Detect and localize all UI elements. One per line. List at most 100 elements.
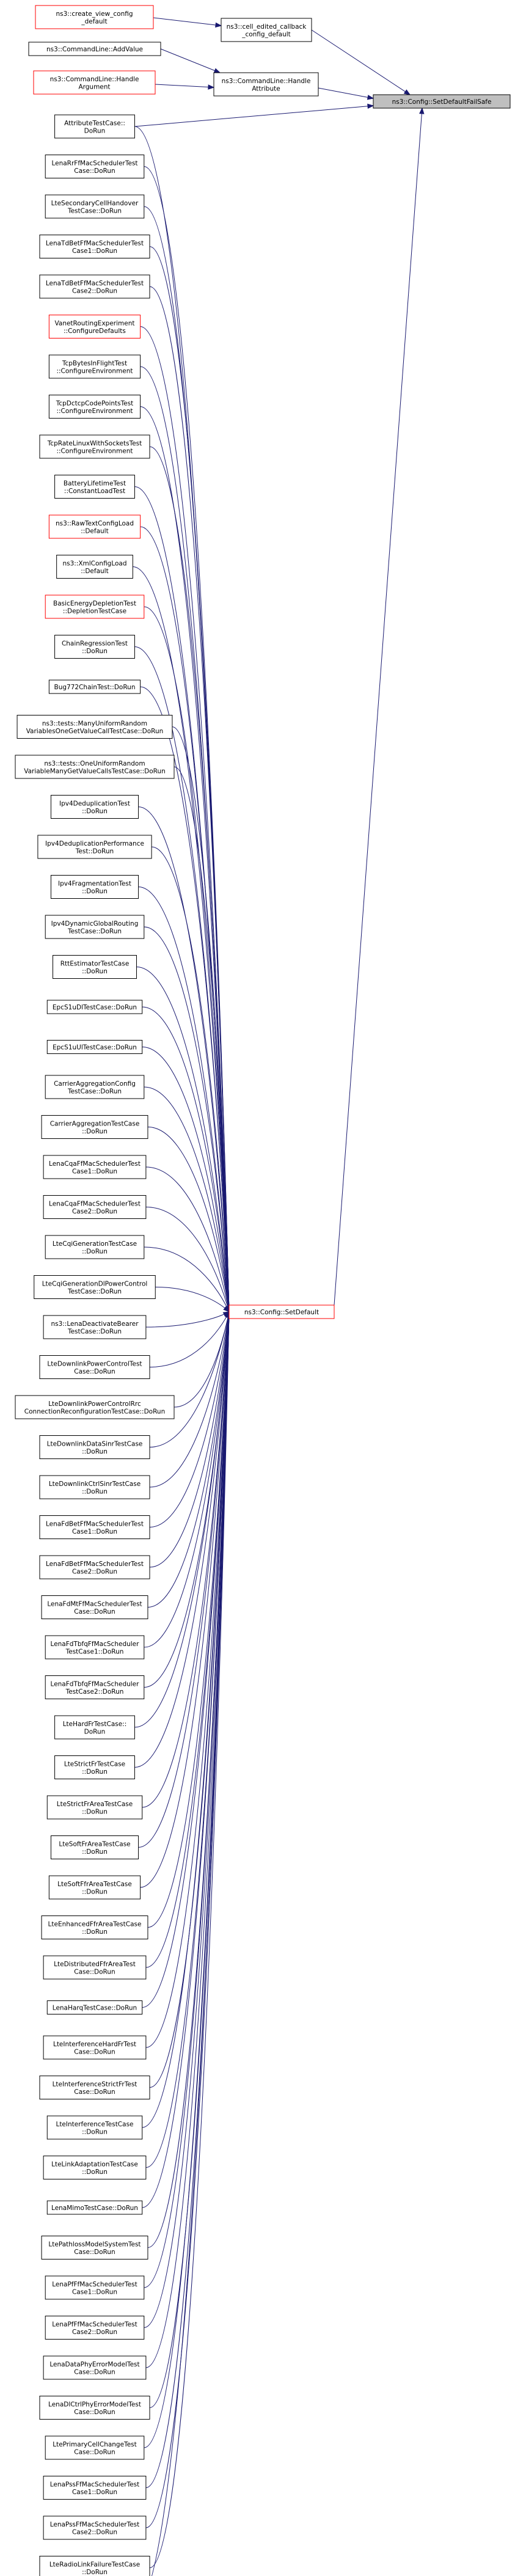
node-ns3-xmlconfigload-default[interactable]: ns3::XmlConfigLoad::Default [56, 555, 133, 579]
node-label-line: CarrierAggregationTestCase [50, 1120, 140, 1127]
node-box [46, 1000, 143, 1014]
edge-line [142, 1311, 230, 2128]
node-label-line: ns3::CommandLine::Handle [222, 78, 311, 85]
node-ltestrictfrareatestcase-dorun[interactable]: LteStrictFrAreaTestCase::DoRun [46, 1795, 143, 1820]
edge-line [173, 766, 230, 1312]
node-epcs1udltestcase-dorun[interactable]: EpcS1uDlTestCase::DoRun [46, 1000, 143, 1014]
node-attributetestcase-dorun[interactable]: AttributeTestCase::DoRun [54, 114, 135, 139]
node-label-line: Case::DoRun [74, 1368, 115, 1375]
edge-lenafdbetffmacschedulertest-case2-dorun-to-set-default [150, 1311, 232, 1568]
node-ltesoftfrareatestcase-dorun[interactable]: LteSoftFrAreaTestCase::DoRun [50, 1835, 139, 1859]
node-ipv4fragmentationtest-dorun[interactable]: Ipv4FragmentationTest::DoRun [50, 875, 139, 899]
node-ltedownlinkdatasinrtestcase-dorun[interactable]: LteDownlinkDataSinrTestCase::DoRun [39, 1435, 150, 1459]
edge-line [334, 113, 422, 1306]
edge-line [138, 807, 230, 1312]
node-tcpdctcpcodepointstest-configureenvironment[interactable]: TcpDctcpCodePointsTest::ConfigureEnviron… [48, 395, 141, 419]
node-ltedownlinkpowercontrolrrc-connectionreconfigura[interactable]: LteDownlinkPowerControlRrcConnectionReco… [15, 1395, 175, 1419]
edge-line [172, 726, 230, 1312]
node-carrieraggregationtestcase-dorun[interactable]: CarrierAggregationTestCase::DoRun [41, 1115, 148, 1139]
node-lteenhancedffrareatestcase-dorun[interactable]: LteEnhancedFfrAreaTestCase::DoRun [41, 1916, 148, 1939]
node-tcpratelinuxwithsocketstest-configureenvironment[interactable]: TcpRateLinuxWithSocketsTest::ConfigureEn… [39, 434, 150, 459]
node-lteradiolinkfailuretestcase-dorun[interactable]: LteRadioLinkFailureTestCase::DoRun [39, 2556, 150, 2576]
graph-edges [133, 17, 425, 2576]
node-bug772chaintest-dorun[interactable]: Bug772ChainTest::DoRun [48, 679, 141, 694]
node-ltehardfrtestcase-dorun[interactable]: LteHardFrTestCase::DoRun [54, 1715, 135, 1740]
node-batterylifetimetest-constantloadtest[interactable]: BatteryLifetimeTest::ConstantLoadTest [54, 475, 135, 499]
node-label-line: Test::DoRun [75, 847, 114, 855]
node-label-line: ns3::cell_edited_callback [227, 23, 307, 31]
node-ltelinkadaptationtestcase-dorun[interactable]: LteLinkAdaptationTestCase::DoRun [43, 2156, 147, 2179]
node-rttestimatortestcase-dorun[interactable]: RttEstimatorTestCase::DoRun [53, 955, 137, 979]
node-ipv4deduplicationtest-dorun[interactable]: Ipv4DeduplicationTest::DoRun [50, 795, 139, 819]
node-label-line: LteDistributedFfrAreaTest [54, 1961, 136, 1968]
node-ns3-rawtextconfigload-default[interactable]: ns3::RawTextConfigLoad::Default [48, 514, 141, 539]
edge-line [147, 1311, 230, 1928]
edge-line [150, 1311, 230, 1568]
node-lteinterferencetestcase-dorun[interactable]: LteInterferenceTestCase::DoRun [46, 2115, 143, 2140]
node-label-line: LteEnhancedFfrAreaTestCase [48, 1920, 142, 1928]
node-ns3-tests-manyuniformrandom-variablesonegetvalue[interactable]: ns3::tests::ManyUniformRandomVariablesOn… [16, 715, 173, 739]
node-ltestrictfrtestcase-dorun[interactable]: LteStrictFrTestCase::DoRun [54, 1755, 135, 1779]
node-label-line: TestCase::DoRun [67, 1328, 122, 1335]
edge-lenafdtbfqffmacscheduler-testcase1-dorun-to-set-default [144, 1311, 232, 1648]
node-box [39, 2556, 150, 2576]
node-box [45, 2435, 145, 2460]
edge-lenacqaffmacschedulertest-case2-dorun-to-set-default [145, 1207, 230, 1313]
node-ns3-tests-oneuniformrandom-variablemanygetvaluec[interactable]: ns3::tests::OneUniformRandomVariableMany… [15, 755, 175, 779]
node-lenamimotestcase-dorun[interactable]: LenaMimoTestCase::DoRun [46, 2200, 143, 2215]
node-label-line: Attribute [252, 85, 280, 92]
edge-line [147, 1127, 230, 1312]
node-epcs1uultestcase-dorun[interactable]: EpcS1uUlTestCase::DoRun [46, 1040, 143, 1054]
node-lenaharqtestcase-dorun[interactable]: LenaHarqTestCase::DoRun [46, 2000, 143, 2014]
edge-line [153, 17, 216, 26]
node-label-line: ::DoRun [82, 1888, 108, 1895]
node-ltecqigenerationtestcase-dorun[interactable]: LteCqiGenerationTestCase::DoRun [45, 1235, 145, 1259]
node-ltedownlinkctrlsinrtestcase-dorun[interactable]: LteDownlinkCtrlSinrTestCase::DoRun [39, 1475, 150, 1499]
node-label-line: ::ConfigureEnvironment [56, 408, 133, 415]
node-label-line: ::DoRun [82, 968, 108, 975]
node-label-line: Bug772ChainTest::DoRun [54, 684, 136, 691]
node-ns3-cell-edited-callback-config-default[interactable]: ns3::cell_edited_callback_config_default [221, 18, 312, 42]
node-ns3-commandline-addvalue[interactable]: ns3::CommandLine::AddValue [28, 42, 161, 56]
node-basicenergydepletiontest-depletiontestcase[interactable]: BasicEnergyDepletionTest::DepletionTestC… [45, 595, 145, 619]
node-ns3-config-setdefault[interactable]: ns3::Config::SetDefault [228, 1304, 335, 1319]
node-ltesoftffrareatestcase-dorun[interactable]: LteSoftFfrAreaTestCase::DoRun [48, 1875, 141, 1900]
node-chainregressiontest-dorun[interactable]: ChainRegressionTest::DoRun [54, 635, 135, 659]
node-config-set-default-fail-safe[interactable]: ns3::Config::SetDefaultFailSafe [373, 94, 511, 109]
edge-line [133, 566, 230, 1312]
node-tcpbytesinflighttest-configureenvironment[interactable]: TcpBytesInFlightTest::ConfigureEnvironme… [48, 354, 141, 379]
node-ltecqigenerationdlpowercontrol-testcase-dorun[interactable]: LteCqiGenerationDlPowerControlTestCase::… [34, 1275, 156, 1299]
node-vanetroutingexperiment-configuredefaults[interactable]: VanetRoutingExperiment::ConfigureDefault… [48, 315, 141, 338]
node-ns3-create-view-config-default[interactable]: ns3::create_view_config_default [35, 5, 154, 29]
node-label-line: LenaFdTbfqFfMacScheduler [51, 1680, 140, 1688]
